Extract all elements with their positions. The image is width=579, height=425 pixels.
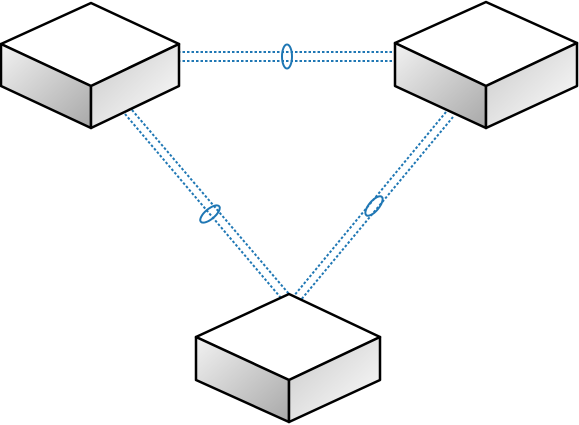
switch-bottom[interactable] — [196, 294, 380, 422]
switch-top-left[interactable] — [1, 3, 179, 128]
switch-top-right[interactable] — [395, 2, 577, 128]
link-bundle-marker — [282, 45, 292, 69]
link-right[interactable] — [293, 112, 453, 301]
link-top[interactable] — [178, 45, 395, 69]
link-left[interactable] — [125, 110, 289, 298]
link-bundle-marker — [362, 194, 385, 219]
